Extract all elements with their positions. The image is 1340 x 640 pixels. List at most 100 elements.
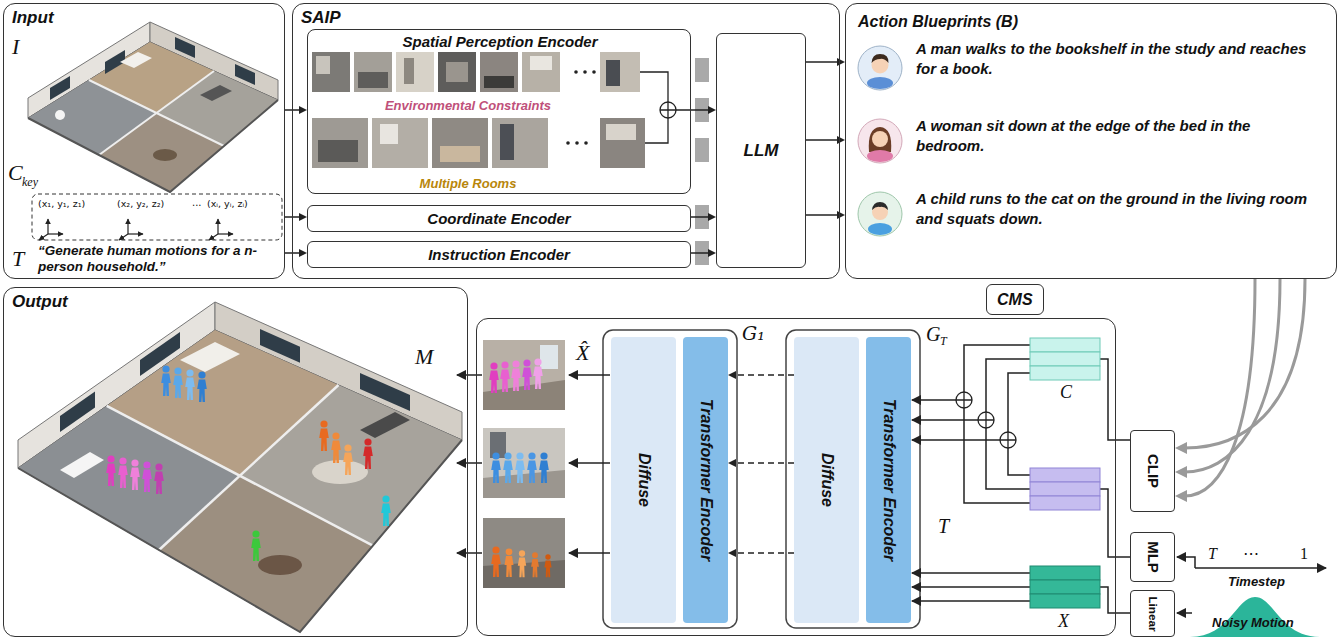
flow-arrow-part <box>569 552 610 554</box>
scene-thumbnails-part <box>660 102 676 118</box>
flow-arrow-part <box>912 586 1030 588</box>
token-stack-part <box>1030 366 1100 380</box>
connector-line <box>1185 279 1280 472</box>
combine-operator-part <box>956 392 972 408</box>
scene-thumbnails-part <box>446 62 468 82</box>
coordinate-label: (xᵢ, yᵢ, zᵢ) <box>207 198 248 209</box>
arrow-head <box>837 211 845 219</box>
output-house-illustration-part <box>360 373 410 411</box>
scene-thumbnails-part <box>640 72 690 143</box>
arrow-head <box>1175 490 1187 502</box>
blueprint-panel: Action Blueprints (B)A man walks to the … <box>845 3 1337 279</box>
input-house-illustration <box>28 22 278 192</box>
scene-thumbnails <box>312 52 690 168</box>
output-house-illustration-part <box>312 460 368 484</box>
output-house-illustration-part <box>130 459 140 490</box>
input-house-illustration-part <box>55 110 65 120</box>
input-panel: Input <box>3 3 285 279</box>
scene-thumbnails-part <box>484 76 514 88</box>
scene-thumbnails-part <box>316 56 330 74</box>
scene-thumbnails-part <box>380 124 398 144</box>
arrow-head <box>299 213 307 221</box>
connector <box>1116 440 1130 441</box>
output-house-illustration-part <box>159 385 339 550</box>
flow-arrow-part <box>1100 587 1116 613</box>
coordinate-frame-part-part <box>218 233 233 234</box>
input-house-illustration-part <box>99 71 214 155</box>
output-house-illustration-part <box>258 555 302 575</box>
flow-arrow-part <box>912 600 1030 602</box>
scene-thumbnails-part <box>575 141 579 145</box>
encoder-box: Spatial Perception EncoderEnvironmental … <box>307 29 691 194</box>
output-house-illustration-part <box>60 452 104 478</box>
person-avatar-part <box>869 127 892 152</box>
coordinate-frame-part-part <box>127 219 128 234</box>
output-house-illustration-part <box>60 392 95 433</box>
coordinate-frame-part-part <box>209 234 218 240</box>
subscript-label: key <box>22 175 38 189</box>
coordinate-label: (x₁, y₁, z₁) <box>38 198 85 209</box>
motion-render-part <box>522 359 532 390</box>
arrow-head <box>1175 442 1187 454</box>
panel-title: Input <box>12 8 54 28</box>
scene-thumbnails-part <box>396 52 434 92</box>
variable-label: X̂ <box>576 340 589 366</box>
connector-line <box>734 374 794 376</box>
connector <box>285 106 307 114</box>
ellipsis-label: ... <box>192 197 202 209</box>
encoder-box: Instruction Encoder <box>307 241 691 268</box>
output-house-illustration-part <box>251 530 261 561</box>
scene-thumbnails-part <box>600 118 645 168</box>
axis-caption: Timestep <box>1228 574 1285 590</box>
connector <box>691 106 716 114</box>
coordinate-frame-part-part <box>217 219 218 234</box>
output-house-illustration-part <box>360 412 410 438</box>
arrow-head <box>299 249 307 257</box>
scene-thumbnails-part <box>404 58 414 84</box>
motion-render-part <box>505 548 514 577</box>
flow-arrow-part <box>964 408 1030 503</box>
flow-arrow-part <box>1177 612 1192 614</box>
variable-label: C <box>8 160 23 186</box>
output-house-illustration-part <box>140 332 180 376</box>
flow-arrow-part <box>964 345 1030 432</box>
person-avatar-part <box>872 131 888 147</box>
person-avatar-part <box>858 46 902 90</box>
output-house-illustration-part <box>381 495 391 526</box>
person-avatar-part <box>872 54 889 63</box>
coordinate-frame <box>32 194 282 240</box>
denoise-stage-outline-part <box>603 330 737 628</box>
connector-line <box>1116 612 1130 614</box>
instruction-text: “Generate human motions for a n-person h… <box>38 243 282 275</box>
output-house-illustration-part <box>18 440 462 632</box>
panel-title: Output <box>12 292 68 312</box>
arrow-head <box>837 58 845 66</box>
scene-thumbnails-part <box>312 118 368 168</box>
block-title: Diffuse <box>817 453 836 507</box>
subscript-label: T <box>940 334 947 348</box>
block-title: Transformer Encoder <box>879 399 898 561</box>
token-stack-part <box>1030 594 1100 608</box>
connector <box>1116 557 1130 558</box>
variable-label: T <box>938 514 949 538</box>
connector-line <box>1116 556 1130 558</box>
input-house-illustration-part <box>28 42 278 192</box>
token-stack <box>1030 338 1100 608</box>
flow-arrow-part <box>569 462 610 464</box>
connector-line <box>806 214 839 216</box>
coordinate-frame-part-part <box>48 233 63 234</box>
flow-arrow-part <box>912 399 956 401</box>
block-title: Transformer Encoder <box>696 399 715 561</box>
output-panel: Output <box>3 287 468 637</box>
output-house-illustration-part <box>363 438 373 469</box>
flow-arrow-part <box>457 462 482 464</box>
saip-panel: SAIPSpatial Perception EncoderEnvironmen… <box>292 3 840 279</box>
coordinate-frame-part-part <box>119 234 128 240</box>
variable-label: M <box>415 344 433 370</box>
motion-render-part <box>518 550 526 577</box>
input-house-illustration-part <box>28 100 278 192</box>
scene-thumbnails-part <box>660 102 676 118</box>
noise-distribution <box>1190 597 1320 637</box>
encoder-title: Coordinate Encoder <box>427 210 570 228</box>
connector <box>691 249 716 257</box>
